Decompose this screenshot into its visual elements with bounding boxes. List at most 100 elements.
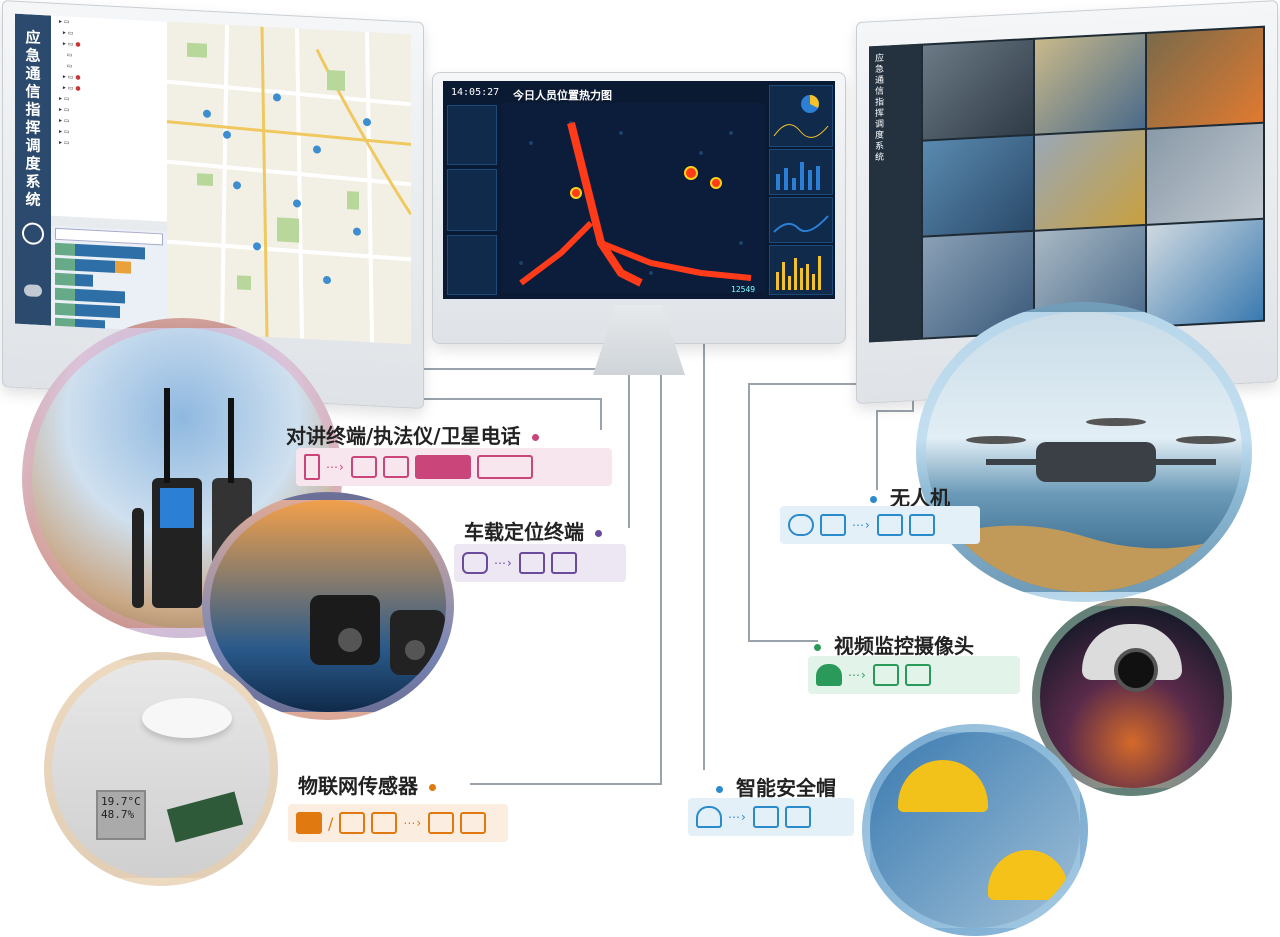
worker-helmet xyxy=(898,760,988,812)
smart-helmet xyxy=(988,850,1068,900)
area-chart-panel xyxy=(447,169,497,231)
server-icon xyxy=(876,514,903,536)
helmet-icon xyxy=(696,806,722,828)
drone-iconbar: ⋯› xyxy=(780,506,980,544)
camera-feed[interactable] xyxy=(1035,33,1145,134)
heatmap-title: 今日人员位置热力图 xyxy=(513,89,612,102)
vehicle-terminal-label-text: 车载定位终端 xyxy=(464,520,584,544)
connector-line xyxy=(330,398,602,400)
counter: 12549 xyxy=(731,285,756,294)
gauge-panel xyxy=(447,105,497,165)
clock: 14:05:27 xyxy=(451,87,500,98)
status-dot xyxy=(428,784,436,791)
connector-line xyxy=(748,383,882,385)
helmet-label: 智能安全帽 xyxy=(716,772,836,801)
device-tree: ▸ ▭ ▸ ▭ ▸ ▭ ● ▭ ▭ ▸ ▭ ● ▸ ▭ ● ▸ ▭ ▸ ▭ ▸ … xyxy=(51,15,167,222)
thermometer-display: 19.7°C 48.7% xyxy=(96,790,146,840)
status-dot xyxy=(716,786,723,793)
system-title: 应急通信指挥调度系统 xyxy=(25,28,41,210)
line-chart-panel xyxy=(769,197,833,243)
iot-sensor-label-text: 物联网传感器 xyxy=(298,774,418,798)
slash-icon: / xyxy=(328,813,334,833)
cctv-icon xyxy=(816,664,842,686)
monitor-icon xyxy=(550,552,577,574)
right-screen: 应急通信指挥调度系统 xyxy=(869,25,1265,343)
server-icon xyxy=(518,552,545,574)
server-icon xyxy=(428,812,455,834)
iot-sensor-label: 物联网传感器 xyxy=(298,770,436,799)
thermometer-icon xyxy=(339,812,366,834)
camera-iconbar: ⋯› xyxy=(808,656,1020,694)
status-dot xyxy=(594,530,602,537)
status-dot xyxy=(870,496,877,503)
camera-icon xyxy=(462,552,488,574)
connector-line xyxy=(628,368,630,528)
system-title: 应急通信指挥调度系统 xyxy=(875,53,885,164)
yellow-bar-panel xyxy=(769,245,833,295)
connector-line xyxy=(748,383,750,641)
helmet-iconbar: ⋯› xyxy=(688,798,854,836)
map-svg xyxy=(166,21,411,345)
monitor-icon xyxy=(908,514,935,536)
smoke-sensor-icon xyxy=(296,812,322,834)
headset-icon xyxy=(22,222,44,246)
server-icon xyxy=(872,664,899,686)
right-sidebar: 应急通信指挥调度系统 xyxy=(869,43,921,343)
center-screen: 14:05:27 今日人员位置热力图 12549 xyxy=(443,81,835,299)
temperature-reading: 19.7°C xyxy=(101,795,141,808)
bar-chart-panel xyxy=(769,149,833,195)
vehicle-terminal-iconbar: ⋯› xyxy=(454,544,626,582)
monitor-icon xyxy=(460,812,487,834)
camera-feed[interactable] xyxy=(923,135,1033,236)
stats-panel xyxy=(51,225,167,333)
vehicle-terminal-label: 车载定位终端 xyxy=(464,516,602,545)
monitor-neck xyxy=(593,305,685,375)
arrow-icon: ⋯› xyxy=(852,518,871,532)
left-screen: 应急通信指挥调度系统 ▸ ▭ ▸ ▭ ▸ ▭ ● ▭ ▭ ▸ ▭ ● ▸ ▭ ●… xyxy=(15,13,411,345)
satellite-icon-group xyxy=(414,455,471,479)
monitor-icon xyxy=(784,806,811,828)
left-monitor: 应急通信指挥调度系统 ▸ ▭ ▸ ▭ ▸ ▭ ● ▭ ▭ ▸ ▭ ● ▸ ▭ ●… xyxy=(2,0,424,410)
humidity-reading: 48.7% xyxy=(101,808,135,821)
arrow-icon: ⋯› xyxy=(403,816,423,830)
camera-feed[interactable] xyxy=(1147,123,1263,224)
camera-label-text: 视频监控摄像头 xyxy=(833,634,974,658)
arrow-icon: ⋯› xyxy=(848,668,867,682)
connector-line xyxy=(660,300,662,785)
city-map[interactable] xyxy=(166,21,411,345)
monitor-icon xyxy=(382,456,409,478)
drone-icon xyxy=(788,514,814,536)
server-icon xyxy=(752,806,779,828)
helmet-label-text: 智能安全帽 xyxy=(735,776,836,800)
camera-feed[interactable] xyxy=(923,39,1033,140)
status-dot xyxy=(814,644,821,651)
server-icon xyxy=(350,456,377,478)
left-sidebar: 应急通信指挥调度系统 xyxy=(15,13,51,345)
monitor-icon xyxy=(904,664,931,686)
walkie-talkie-iconbar: ⋯› xyxy=(296,448,612,486)
heatmap[interactable] xyxy=(501,103,765,293)
connector-line xyxy=(368,368,630,370)
camera-label: 视频监控摄像头 xyxy=(814,630,974,659)
connector-line xyxy=(600,398,602,430)
smoke-detector xyxy=(142,698,232,738)
camera-feed[interactable] xyxy=(1147,27,1263,128)
camera-feed[interactable] xyxy=(1147,219,1263,326)
camera-photo xyxy=(1032,598,1232,796)
weather-icon xyxy=(24,284,42,298)
connector-line xyxy=(748,640,818,642)
alarm-icon-group xyxy=(476,455,533,479)
connector-line xyxy=(876,410,878,490)
status-dot xyxy=(531,434,539,441)
pie-chart-panel xyxy=(769,85,833,147)
helmet-photo xyxy=(862,724,1088,936)
camera-feed[interactable] xyxy=(1035,129,1145,230)
walkie-talkie-label-text: 对讲终端/执法仪/卫星电话 xyxy=(286,424,521,448)
list-panel xyxy=(447,235,497,295)
camera-lens xyxy=(1114,648,1158,692)
iot-board xyxy=(166,791,244,843)
iot-sensor-iconbar: / ⋯› xyxy=(288,804,508,842)
center-monitor: 14:05:27 今日人员位置热力图 12549 xyxy=(432,72,846,375)
connector-line xyxy=(876,410,914,412)
controller-icon xyxy=(820,514,846,536)
